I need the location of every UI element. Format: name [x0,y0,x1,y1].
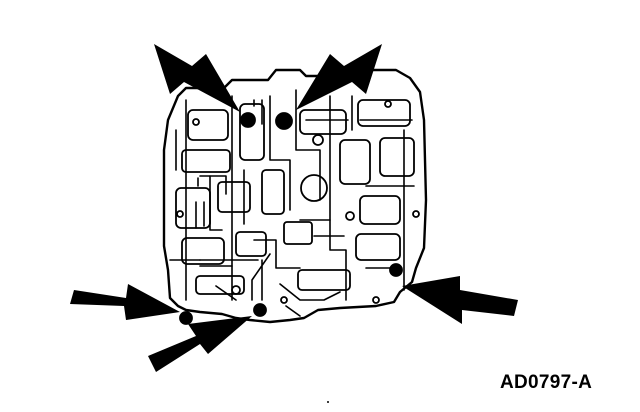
port [312,134,324,146]
channel-block [339,139,371,185]
port [253,303,267,317]
passage [295,89,321,201]
passage [197,175,227,195]
passage [209,175,223,231]
passage [279,283,341,301]
channel-block [181,149,231,173]
passage [351,95,405,291]
valve-body-plate [162,68,428,325]
port [176,210,184,218]
pointer-arrow-icon [148,316,252,372]
callout-arrows [70,44,518,372]
port [280,296,288,304]
port [275,112,293,130]
passage [299,219,345,237]
passage [253,239,301,269]
passage [199,259,259,267]
port [192,118,200,126]
port [300,174,328,202]
port [240,112,256,128]
channel-block [359,195,401,225]
pointer-arrow-icon [296,44,382,110]
channel-block [297,269,351,291]
passage [329,95,347,301]
figure-id-label: AD0797-A [500,372,593,393]
passage [231,95,245,301]
channel-block [217,181,251,213]
channel-block [235,231,267,257]
passage [251,253,271,301]
passage [195,201,205,229]
port [179,311,193,325]
passage [365,185,415,269]
channel-block [299,109,347,135]
channel-block [181,237,225,265]
channel-block [239,103,265,161]
channel-block [379,137,415,177]
port [372,296,380,304]
channel-block [261,169,285,215]
channel-block [187,109,229,141]
channel-block [283,221,313,245]
pointer-arrow-icon [402,276,518,324]
passage [169,129,201,261]
channel-block [195,275,245,295]
port [384,100,392,108]
channel-block [175,187,211,229]
passage [215,285,301,317]
port [231,285,241,295]
port [412,210,420,218]
channel-block [357,99,411,127]
valve-body-outline [162,68,428,324]
pointer-arrow-icon [154,44,240,112]
port [389,263,403,277]
pointer-arrow-icon [70,284,180,320]
port [345,211,355,221]
passage [253,99,263,125]
stray-dot [327,401,329,403]
channel-block [355,233,401,261]
passage [269,95,291,211]
